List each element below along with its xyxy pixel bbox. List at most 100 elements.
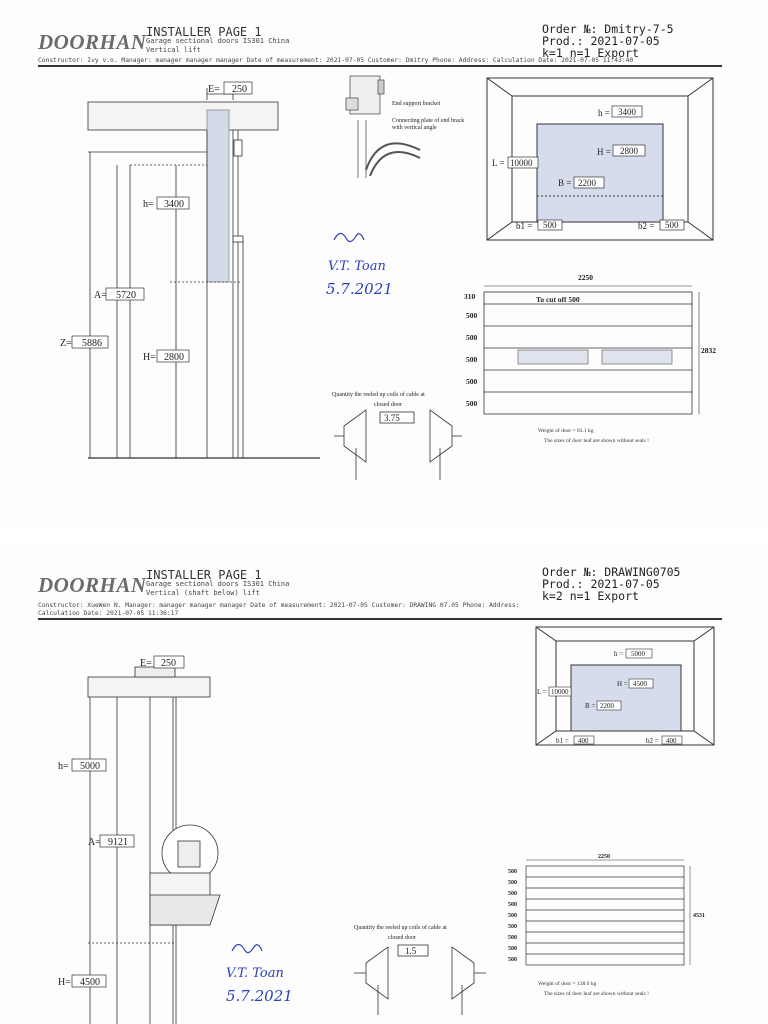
cable-labels: Quantity the reeled up coils of cable at… bbox=[332, 391, 425, 423]
meta-line: Constructor: Ivy v.o. Manager: manager m… bbox=[38, 57, 634, 64]
panel-row-2: 500 bbox=[508, 880, 517, 886]
opening-h-label: h = bbox=[598, 108, 610, 118]
cable-drums bbox=[334, 409, 462, 480]
door-weight: Weight of door = 138.6 kg bbox=[538, 980, 597, 987]
opening-b1-value: 500 bbox=[543, 220, 557, 230]
installer-title: INSTALLER PAGE 1 bbox=[146, 568, 262, 582]
order-number: Order №: DRAWING0705 bbox=[542, 565, 681, 579]
opening-b-label: B = bbox=[558, 178, 571, 188]
opening-h-value: 3400 bbox=[618, 107, 637, 117]
panel-row-3: 500 bbox=[508, 891, 517, 897]
panel-labels: 2250 2832 To cut off 500 310 500 500 500… bbox=[464, 273, 716, 408]
opening-front-view bbox=[486, 77, 714, 241]
signature-date: 5.7.2021 bbox=[326, 280, 393, 298]
dim-hh-value: 4500 bbox=[80, 977, 100, 988]
doorhan-logo: DOORHAN bbox=[38, 30, 147, 54]
cable-value: 1.5 bbox=[405, 946, 417, 956]
bracket-label-2: Connecting plate of end brack bbox=[392, 117, 464, 124]
panel-row-1: 500 bbox=[508, 869, 517, 875]
dim-a-label: A= bbox=[94, 290, 107, 301]
opening-b1-label: b1 = bbox=[516, 221, 532, 231]
panel-width: 2250 bbox=[598, 854, 610, 860]
product-name: Garage sectional doors IS301 China bbox=[146, 37, 290, 45]
prod-date: Prod.: 2021-07-05 bbox=[542, 34, 660, 48]
opening-labels: h = 5000 H = 4500 L = 10000 B = 2200 b1 … bbox=[537, 648, 683, 745]
side-dimension-labels: E= 250 h= 5000 A= 9121 H= 4500 bbox=[58, 655, 185, 988]
dim-z-label: Z= bbox=[60, 338, 72, 349]
panel-row-9: 500 bbox=[508, 957, 517, 963]
dim-hh-label: H= bbox=[143, 352, 156, 363]
opening-l-label: L = bbox=[492, 158, 505, 168]
sheet-1: DOORHAN INSTALLER PAGE 1 Garage sectiona… bbox=[38, 23, 722, 480]
opening-h-value: 5000 bbox=[631, 650, 646, 658]
bracket-label-3: with vertical angle bbox=[392, 125, 437, 131]
opening-l-value: 10000 bbox=[510, 158, 533, 168]
cable-sub: closed door bbox=[374, 402, 402, 408]
order-number: Order №: Dmitry-7-5 bbox=[542, 22, 674, 36]
product-name: Garage sectional doors IS301 China bbox=[146, 580, 290, 588]
panel-row-1: 310 bbox=[464, 292, 476, 301]
dim-z-value: 5886 bbox=[82, 338, 102, 349]
dim-h-value: 3400 bbox=[164, 199, 184, 210]
opening-b2-label: b2 = bbox=[646, 737, 659, 745]
order-block: Order №: Dmitry-7-5 Prod.: 2021-07-05 k=… bbox=[542, 23, 674, 59]
signature: V.T. Toan 5.7.2021 bbox=[326, 232, 393, 298]
header-rule bbox=[38, 65, 722, 67]
header-rule bbox=[38, 618, 722, 620]
opening-b2-value: 500 bbox=[665, 220, 679, 230]
panel-row-6: 500 bbox=[466, 399, 478, 408]
opening-b1-label: b1 = bbox=[556, 737, 569, 745]
k-n-export: k=1 n=1 Export bbox=[542, 46, 639, 60]
product-line: Garage sectional doors IS301 China Verti… bbox=[146, 580, 289, 598]
door-weight: Weight of door = 83.1 kg bbox=[538, 427, 594, 434]
panel-drawing bbox=[525, 859, 691, 966]
dim-h-value: 5000 bbox=[80, 761, 100, 772]
side-view bbox=[87, 88, 320, 459]
opening-b-value: 2200 bbox=[578, 178, 597, 188]
lift-type: Vertical lift bbox=[146, 46, 201, 54]
opening-b1-value: 400 bbox=[578, 737, 589, 745]
dim-hh-value: 2800 bbox=[164, 352, 184, 363]
drawing-sheet-1: E= 250 h= 3400 A= 5720 Z= 5886 H= 2800 bbox=[60, 75, 716, 480]
meta-line-2: Calculation Date: 2021-07-05 11:36:17 bbox=[38, 610, 179, 617]
drawing-sheet-2: E= 250 h= 5000 A= 9121 H= 4500 h = 5000 bbox=[58, 626, 715, 1024]
cable-labels: Quantity the reeled up coils of cable at… bbox=[354, 924, 447, 956]
panel-row-5: 500 bbox=[466, 377, 478, 386]
panel-width: 2250 bbox=[578, 273, 593, 282]
opening-l-value: 10000 bbox=[551, 688, 569, 696]
panel-height: 2832 bbox=[701, 346, 716, 355]
opening-labels: h = 3400 H = 2800 L = 10000 B = 2200 b1 … bbox=[492, 105, 685, 231]
dim-e-label: E= bbox=[140, 658, 152, 669]
signature: V.T. Toan 5.7.2021 bbox=[226, 943, 293, 1005]
signature-name: V.T. Toan bbox=[226, 966, 284, 981]
cable-value: 3.75 bbox=[384, 413, 400, 423]
panel-drawing bbox=[483, 285, 700, 415]
panel-notes: Weight of door = 138.6 kg The sizes of d… bbox=[538, 980, 649, 997]
dim-a-label: A= bbox=[88, 837, 101, 848]
signature-date: 5.7.2021 bbox=[226, 987, 293, 1005]
panel-row-7: 500 bbox=[508, 935, 517, 941]
opening-hh-label: H = bbox=[617, 680, 628, 688]
opening-hh-value: 2800 bbox=[620, 146, 639, 156]
opening-b2-value: 400 bbox=[666, 737, 677, 745]
cable-drums bbox=[354, 944, 486, 1015]
panel-row-4: 500 bbox=[508, 902, 517, 908]
signature-name: V.T. Toan bbox=[328, 259, 386, 274]
order-block: Order №: DRAWING0705 Prod.: 2021-07-05 k… bbox=[542, 566, 680, 602]
opening-front-view bbox=[535, 626, 715, 746]
panel-notes: Weight of door = 83.1 kg The sizes of do… bbox=[538, 427, 649, 444]
opening-hh-value: 4500 bbox=[633, 680, 648, 688]
dim-e-label: E= bbox=[208, 84, 220, 95]
cable-title: Quantity the reeled up coils of cable at bbox=[354, 924, 447, 931]
panel-row-3: 500 bbox=[466, 333, 478, 342]
cable-sub: closed door bbox=[388, 935, 416, 941]
opening-b-value: 2200 bbox=[600, 702, 615, 710]
panel-height: 4531 bbox=[693, 913, 705, 919]
opening-b2-label: b2 = bbox=[638, 221, 654, 231]
dim-h-label: h= bbox=[58, 761, 69, 772]
panel-row-8: 500 bbox=[508, 946, 517, 952]
doorhan-logo: DOORHAN bbox=[38, 573, 147, 597]
seals-note: The sizes of door leaf are shown without… bbox=[544, 437, 649, 444]
page-gap bbox=[0, 527, 768, 545]
dim-e-value: 250 bbox=[161, 658, 176, 669]
